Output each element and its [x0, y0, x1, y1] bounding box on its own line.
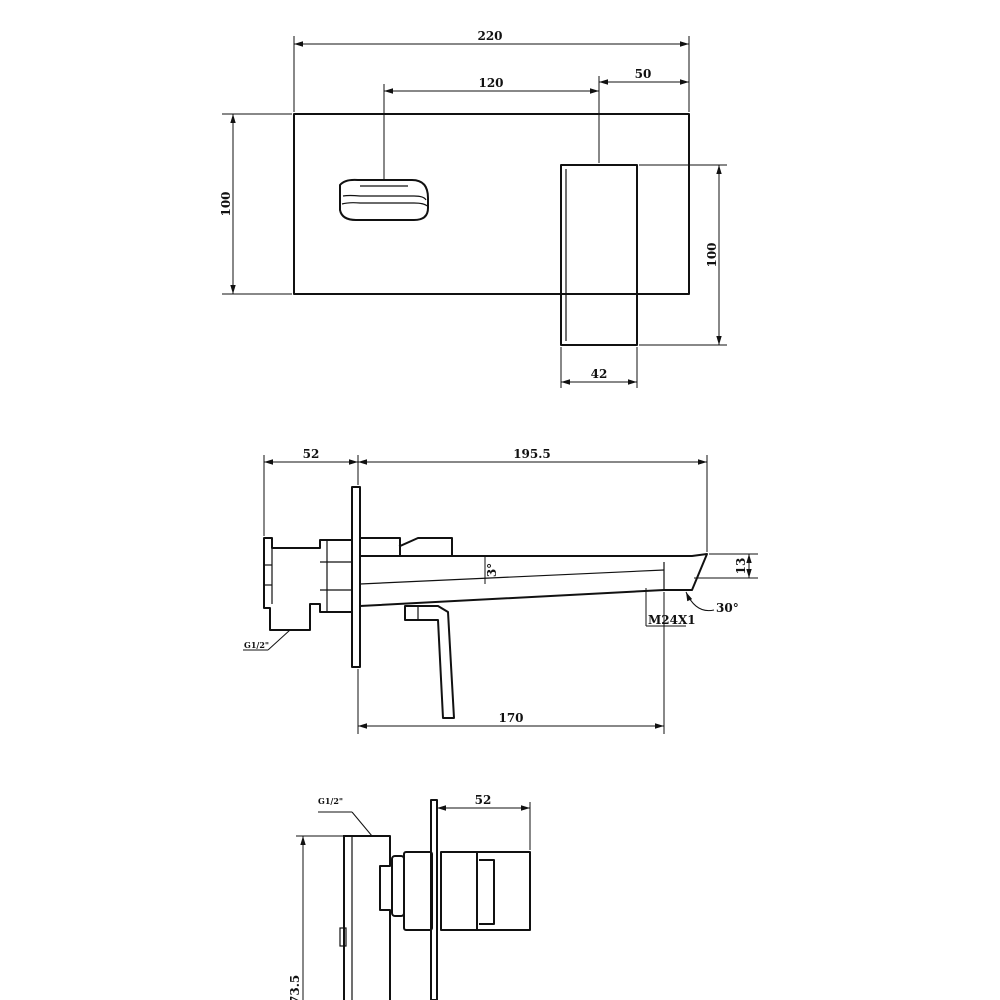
side-valve-body	[263, 537, 353, 631]
dim-label-100-right: 100	[705, 242, 719, 267]
side-inlet-leader: G1/2"	[243, 629, 291, 651]
wall-plate	[293, 113, 690, 295]
dim-label-42: 42	[591, 367, 608, 381]
body-inlet-leader: G1/2"	[318, 796, 373, 837]
dim-label-100-left: 100	[219, 191, 233, 216]
body-view: G1/2" 52 73.5	[288, 793, 531, 1000]
dim-label-52-side: 52	[303, 447, 320, 461]
side-wall-plate	[351, 486, 361, 668]
dim-label-195-5: 195.5	[513, 447, 551, 461]
dim-aerator-thread: M24X1	[645, 588, 696, 627]
dim-body-height: 73.5	[288, 835, 344, 1000]
cartridge	[391, 851, 531, 931]
dim-handle-height: 100	[639, 164, 727, 346]
dim-label-30deg: 30°	[716, 601, 739, 615]
body-wall-plate	[430, 799, 438, 1000]
dim-plate-height: 100	[219, 113, 292, 295]
dim-body-depth: 52	[263, 447, 359, 536]
dim-handle-reach: 170	[357, 592, 665, 734]
dim-handle-width: 42	[560, 347, 638, 388]
dim-outlet-height: 13	[694, 553, 758, 579]
handle-front	[560, 164, 638, 346]
dim-label-3deg: 3°	[485, 563, 499, 577]
dim-label-120: 120	[478, 76, 503, 90]
dim-overall-width: 220	[293, 29, 690, 112]
side-inlet-thread-label: G1/2"	[244, 640, 269, 650]
dim-label-13: 13	[734, 558, 748, 575]
dim-label-220: 220	[477, 29, 502, 43]
dim-label-m24x1: M24X1	[648, 613, 696, 627]
side-lever	[404, 605, 455, 719]
front-view: 220 120 50 100 100	[219, 29, 727, 388]
side-spout	[359, 553, 708, 607]
dim-label-52-body: 52	[475, 793, 492, 807]
dim-slope-angle: 3°	[484, 556, 499, 584]
dim-aerator-angle: 30°	[685, 591, 739, 615]
dim-spout-length: 195.5	[358, 447, 708, 552]
dim-spout-to-handle: 120	[383, 76, 600, 180]
dim-label-50: 50	[635, 67, 652, 81]
dim-label-73-5: 73.5	[288, 975, 302, 1000]
side-view: 52 195.5 3° 13 M24X1 30°	[243, 447, 758, 734]
dim-cartridge-depth: 52	[437, 793, 531, 850]
dim-label-170: 170	[498, 711, 523, 725]
body-inlet-thread-label: G1/2"	[318, 796, 343, 806]
dim-handle-offset: 50	[599, 67, 689, 85]
spout-outlet-shape	[339, 178, 429, 221]
valve-body-outline	[343, 835, 391, 1000]
